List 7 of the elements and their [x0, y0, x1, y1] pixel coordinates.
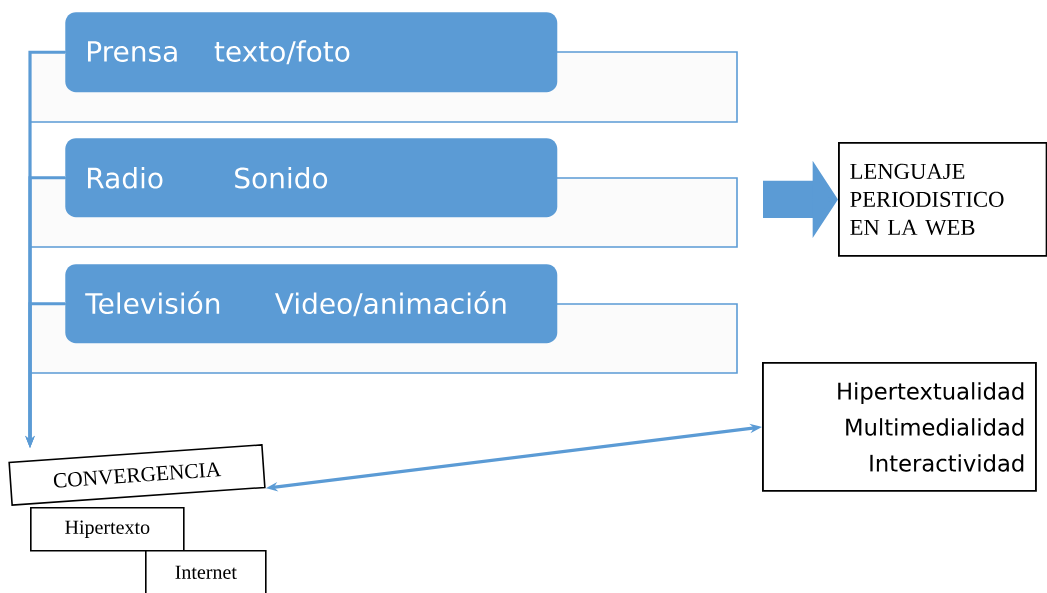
- process-box: Radio Sonido: [29, 138, 738, 248]
- text-box: Hipertexto: [30, 507, 185, 552]
- text-box: Internet: [145, 550, 267, 593]
- text-box: Hipertextualidad Multimedialidad Interactividad: [762, 362, 1037, 492]
- process-box: Televisión Video/animación: [29, 264, 738, 374]
- process-box: Prensa texto/foto: [29, 12, 738, 123]
- text-box: LENGUAJE PERIODISTICO EN LA WEB: [838, 142, 1047, 257]
